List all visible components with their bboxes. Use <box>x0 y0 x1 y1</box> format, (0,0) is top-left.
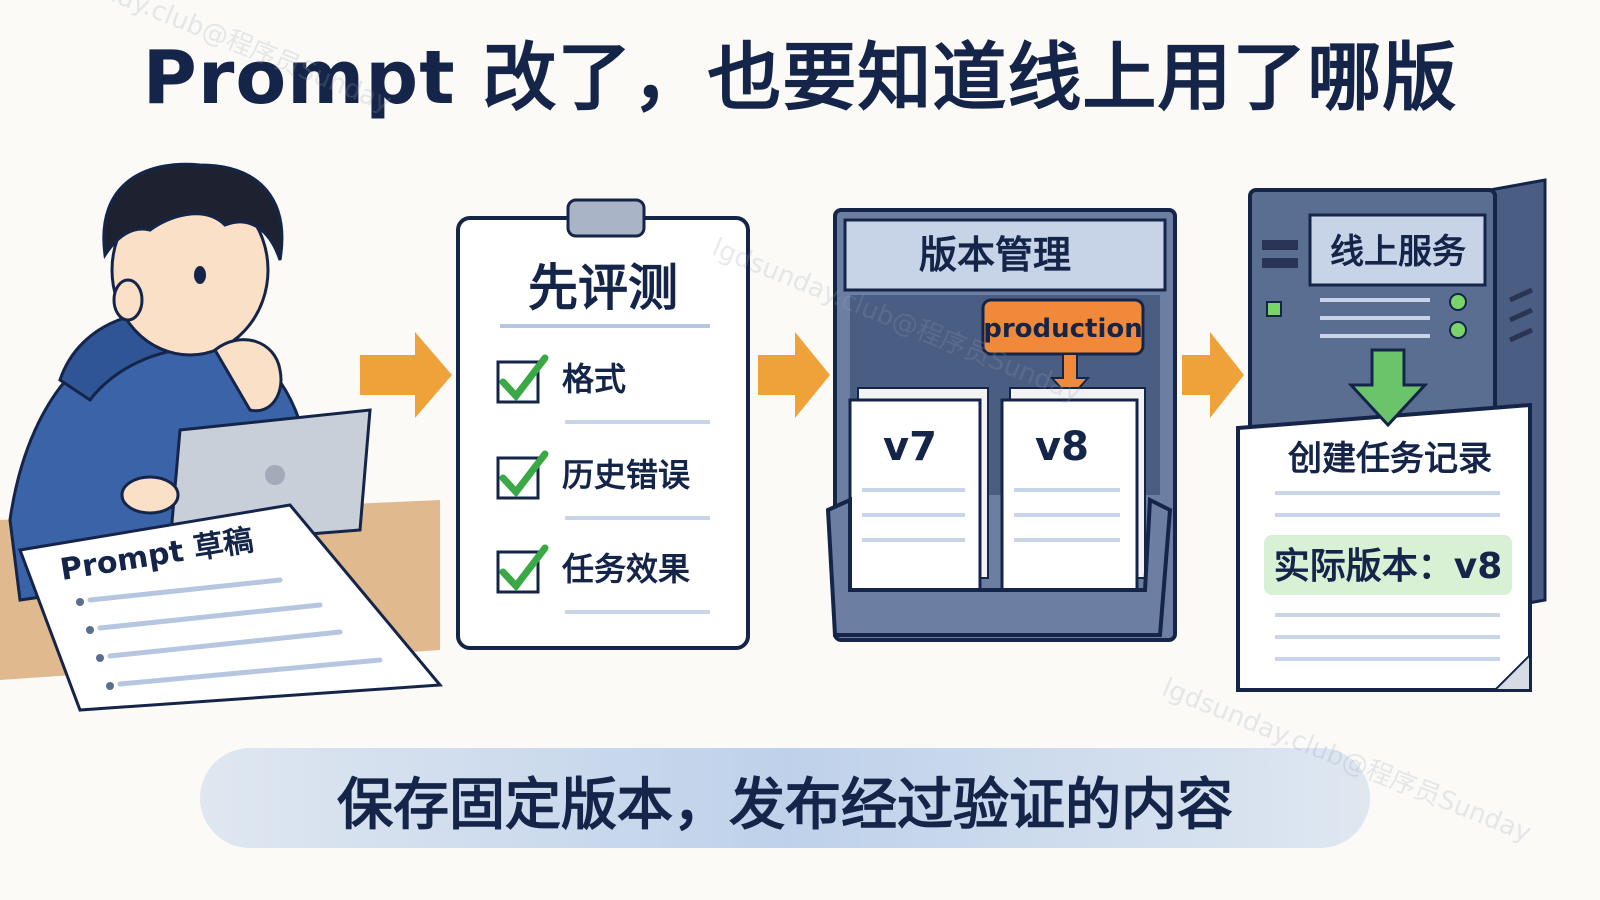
evaluation-clipboard: 先评测 格式 历史错误 任务效果 <box>456 198 750 650</box>
caption-band <box>200 748 1370 848</box>
eval-item: 历史错误 <box>496 450 710 520</box>
online-service-server: 线上服务 创建任务记录 实际版本：v8 <box>1236 178 1547 692</box>
arrow-icon <box>360 332 452 418</box>
check-icon <box>499 544 549 592</box>
file-tray <box>825 496 1173 637</box>
eval-item: 任务效果 <box>496 544 710 614</box>
production-tag-label: production <box>983 314 1143 344</box>
version-card-v7 <box>848 398 982 592</box>
svg-text:历史错误: 历史错误 <box>562 456 691 494</box>
actual-version-highlight <box>1264 535 1512 595</box>
bottom-caption: 保存固定版本，发布经过验证的内容 <box>337 773 1233 838</box>
arrow-down-icon <box>1347 348 1429 428</box>
service-heading: 线上服务 <box>1330 232 1466 272</box>
arrow-icon <box>1182 332 1244 418</box>
clip-icon <box>566 198 646 238</box>
hair <box>102 162 284 261</box>
arrow-icon <box>758 332 830 418</box>
svg-text:任务效果: 任务效果 <box>562 550 690 588</box>
check-icon <box>499 450 549 498</box>
task-record-title: 创建任务记录 <box>1287 439 1492 479</box>
prompt-draft-paper <box>17 503 444 712</box>
status-light-icon <box>1449 321 1467 339</box>
status-light-icon <box>1266 301 1282 317</box>
status-light-icon <box>1449 293 1467 311</box>
version-heading: 版本管理 <box>919 233 1071 277</box>
eval-heading: 先评测 <box>528 259 678 317</box>
version-label: v8 <box>1035 424 1089 470</box>
svg-text:格式: 格式 <box>562 360 626 398</box>
actual-version-label: 实际版本：v8 <box>1274 546 1503 587</box>
version-management-box: 版本管理 production v7 v8 <box>825 208 1177 642</box>
developer-illustration: Prompt 草稿 <box>0 162 444 712</box>
page-title: Prompt 改了，也要知道线上用了哪版 <box>142 35 1458 121</box>
eval-item: 格式 <box>496 354 710 424</box>
check-icon <box>499 354 549 402</box>
version-label: v7 <box>883 424 937 470</box>
